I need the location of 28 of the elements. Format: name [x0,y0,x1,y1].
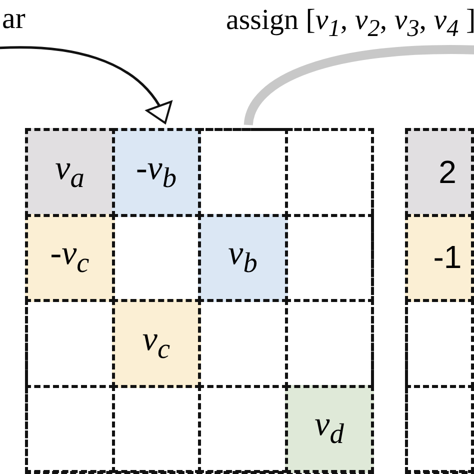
matrix-entry: v$_{c}$ [142,320,170,366]
matrix-cell [284,214,374,302]
matrix-grid [25,128,374,474]
matrix-cell [198,384,288,473]
matrix-entry: -v$_{c}$ [50,235,90,280]
matrix-cell [405,299,474,388]
matrix-cell [198,214,288,302]
matrix-entry: v$_{b}$ [228,235,258,280]
matrix-cell [405,214,474,302]
matrix-grid [405,128,474,474]
matrix-cell [112,128,201,216]
matrix-entry: v$_{a}$ [55,150,84,195]
matrix-cell [405,128,474,216]
label-text: ar [2,2,42,42]
matrix-cell [284,299,374,388]
matrix-cell [25,384,114,473]
matrix-cell [25,214,114,302]
matrix-cell [198,299,288,388]
matrix-cell [284,384,374,473]
cell-value: 2 [438,154,456,191]
edge-label: assign [v$_{1}$, v$_{2}$, v$_{3}$, v$_{4}$ ] [226,4,474,43]
matrix-cell [284,128,374,216]
matrix-cell [25,128,114,216]
matrix-cell [112,384,201,473]
matrix-entry: -v$_{b}$ [136,150,177,195]
cell-value: -1 [433,239,462,276]
matrix-cell [112,299,201,388]
matrix-entry: v$_{d}$ [314,406,344,452]
